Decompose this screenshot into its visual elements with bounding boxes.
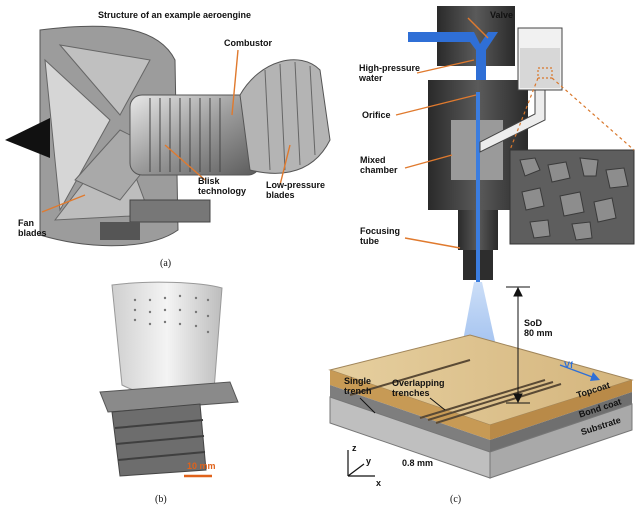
label-trench-width: 0.8 mm <box>402 458 434 468</box>
vf-arrow <box>559 364 596 379</box>
label-valve: Valve <box>490 10 514 20</box>
leader-blisk <box>164 144 206 181</box>
leader-orifice <box>395 94 477 116</box>
axis-x-label: x <box>376 478 382 488</box>
label-vf: Vf <box>564 360 573 370</box>
turbine-blade-photo <box>99 281 239 477</box>
leader-focusing-tube <box>404 237 461 249</box>
label-low-pressure-blades: Low-pressure blades <box>266 180 326 200</box>
label-focusing-tube: Focusing tube <box>360 226 400 246</box>
leader-fan-blades <box>41 194 86 213</box>
caption-a: (a) <box>160 258 172 269</box>
caption-b: (b) <box>155 494 167 505</box>
axis-y-label: y <box>366 456 372 466</box>
label-overlapping-trenches: Overlapping trenches <box>392 378 445 398</box>
aeroengine-cutaway <box>5 25 331 247</box>
abrasive-micrograph-inset <box>509 149 635 245</box>
label-blisk-technology: Blisk technology <box>198 176 247 196</box>
label-fan-blades: Fan blades <box>18 218 47 238</box>
label-single-trench: Single trench <box>344 376 372 396</box>
sod-dimension <box>506 286 530 404</box>
axis-z-label: z <box>352 443 357 453</box>
panel-a-title: Structure of an example aeroengine <box>98 10 252 20</box>
label-sod: SoD 80 mm <box>524 318 553 338</box>
leader-combustor <box>231 49 239 116</box>
caption-c: (c) <box>450 494 462 505</box>
label-orifice: Orifice <box>362 110 391 120</box>
coated-workpiece <box>328 334 634 479</box>
leader-lp-blades <box>279 144 291 186</box>
scale-bar-label: 10 mm <box>187 461 216 471</box>
coordinate-axes <box>347 450 375 477</box>
leader-mixed-chamber <box>404 154 453 169</box>
label-mixed-chamber: Mixed chamber <box>360 155 398 175</box>
leader-hp-water <box>416 59 475 74</box>
label-combustor: Combustor <box>224 38 272 48</box>
label-high-pressure-water: High-pressure water <box>359 63 421 83</box>
leader-valve <box>467 17 489 39</box>
